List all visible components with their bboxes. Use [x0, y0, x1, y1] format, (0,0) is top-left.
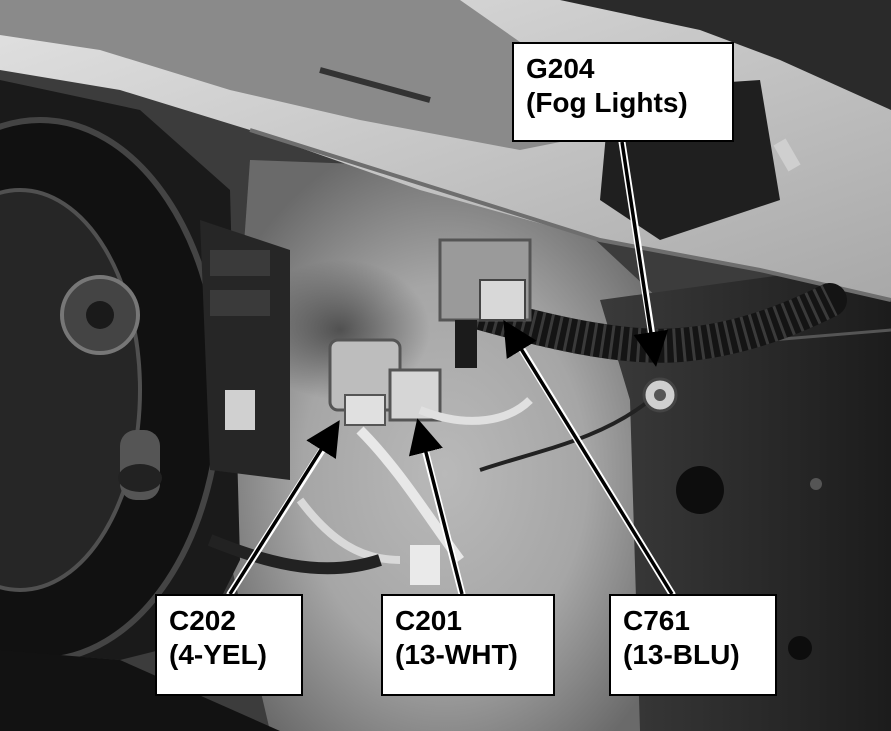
callout-c761-id: C761 [623, 605, 690, 636]
callout-g204: G204 (Fog Lights) [512, 42, 734, 142]
callout-c202-desc: (4-YEL) [169, 639, 267, 670]
c761-leader-arrow [503, 320, 674, 595]
c201-leader-arrow [408, 418, 464, 595]
callout-g204-desc: (Fog Lights) [526, 87, 688, 118]
c202-leader-arrow [228, 420, 340, 595]
callout-g204-id: G204 [526, 53, 595, 84]
callout-c202: C202 (4-YEL) [155, 594, 303, 696]
callout-c761-desc: (13-BLU) [623, 639, 740, 670]
callout-c201-desc: (13-WHT) [395, 639, 518, 670]
callout-c761: C761 (13-BLU) [609, 594, 777, 696]
g204-leader-arrow [620, 141, 669, 367]
callout-c201-id: C201 [395, 605, 462, 636]
callout-c201: C201 (13-WHT) [381, 594, 555, 696]
callout-c202-id: C202 [169, 605, 236, 636]
